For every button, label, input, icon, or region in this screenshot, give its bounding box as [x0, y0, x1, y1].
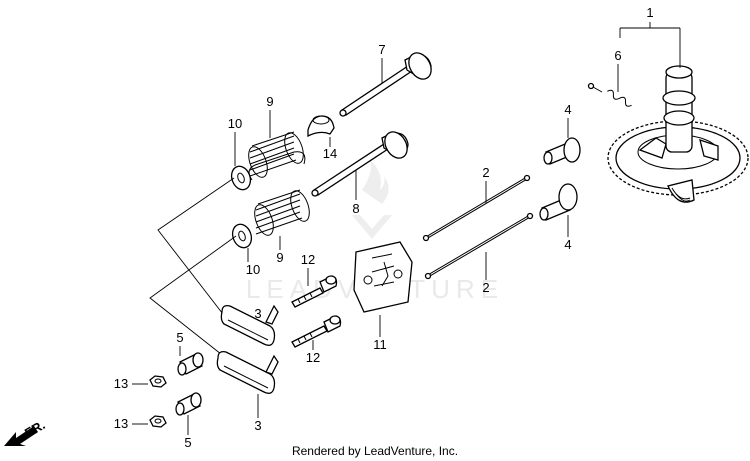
- callout-3b: 3: [254, 394, 262, 433]
- valve-spring-upper[interactable]: [245, 130, 307, 181]
- callout-9b: 9: [276, 236, 284, 265]
- lock-nut-lower[interactable]: [149, 415, 167, 428]
- callout-8: 8: [352, 170, 360, 216]
- callout-10a-label: 10: [228, 116, 242, 131]
- callout-6-label: 6: [614, 48, 621, 63]
- valve-lower[interactable]: [311, 128, 412, 197]
- callout-3b-label: 3: [254, 418, 261, 433]
- callout-5b: 5: [184, 415, 192, 450]
- callout-1: 1: [619, 5, 681, 68]
- callout-14-label: 14: [323, 146, 337, 161]
- valve-upper[interactable]: [339, 49, 436, 117]
- callout-12a: 12: [301, 252, 315, 286]
- push-rod-upper[interactable]: [422, 174, 531, 242]
- callout-10b: 10: [246, 248, 260, 277]
- callout-13b-label: 13: [114, 416, 128, 431]
- callout-1-label: 1: [646, 5, 653, 20]
- pivot-bolt-lower[interactable]: [291, 315, 342, 348]
- callout-6: 6: [614, 48, 622, 92]
- callout-14: 14: [323, 137, 337, 161]
- callout-9b-label: 9: [276, 250, 283, 265]
- callout-3a-label: 3: [254, 306, 261, 321]
- rocker-arm-upper[interactable]: [220, 304, 279, 346]
- callout-5a-label: 5: [176, 330, 183, 345]
- guide-plate[interactable]: [353, 241, 413, 313]
- callout-10b-label: 10: [246, 262, 260, 277]
- callout-5a: 5: [176, 330, 184, 356]
- push-rod-lower[interactable]: [424, 212, 534, 280]
- front-arrow-icon: [4, 426, 38, 446]
- render-credit: Rendered by LeadVenture, Inc.: [292, 444, 458, 458]
- callout-2b-label: 2: [482, 280, 489, 295]
- callout-13a: 13: [114, 376, 148, 391]
- callout-13a-label: 13: [114, 376, 128, 391]
- callout-13b: 13: [114, 416, 148, 431]
- callout-5b-label: 5: [184, 435, 191, 450]
- callout-2b: 2: [482, 252, 490, 295]
- callout-4b-label: 4: [564, 237, 571, 252]
- callout-10a: 10: [228, 116, 242, 166]
- valve-spring-lower[interactable]: [251, 188, 313, 238]
- callout-4b: 4: [564, 215, 572, 252]
- tappet-lower[interactable]: [539, 183, 578, 221]
- watermark-flame-icon: [362, 160, 389, 204]
- watermark-v-icon: [352, 215, 392, 239]
- callout-12b-label: 12: [306, 350, 320, 365]
- callout-2a: 2: [482, 165, 490, 203]
- callout-11-label: 11: [373, 337, 387, 352]
- callout-4a-label: 4: [564, 102, 571, 117]
- callout-11: 11: [373, 315, 387, 352]
- callout-9a: 9: [266, 94, 274, 138]
- callout-9a-label: 9: [266, 94, 273, 109]
- callout-4a: 4: [564, 102, 572, 138]
- callout-7-label: 7: [378, 42, 385, 57]
- spring-retainer-lower[interactable]: [229, 222, 254, 251]
- front-direction-indicator: FR.: [4, 417, 48, 446]
- callout-8-label: 8: [352, 201, 359, 216]
- callout-3a: 3: [254, 306, 261, 321]
- decompressor-spring[interactable]: [587, 82, 634, 108]
- callout-12b: 12: [306, 340, 320, 365]
- collar-upper[interactable]: [177, 352, 204, 376]
- assembly-lines: [149, 177, 237, 359]
- callout-7: 7: [378, 42, 386, 84]
- collar-lower[interactable]: [175, 392, 202, 416]
- rocker-arm-lower[interactable]: [216, 350, 279, 394]
- callout-2a-label: 2: [482, 165, 489, 180]
- camshaft-assembly[interactable]: [607, 65, 749, 203]
- lock-nut-upper[interactable]: [149, 375, 167, 388]
- pivot-bolt-upper[interactable]: [291, 275, 338, 308]
- spring-retainer-upper[interactable]: [228, 164, 253, 193]
- stem-seal[interactable]: [307, 115, 335, 138]
- tappet-upper[interactable]: [543, 137, 581, 165]
- callout-12a-label: 12: [301, 252, 315, 267]
